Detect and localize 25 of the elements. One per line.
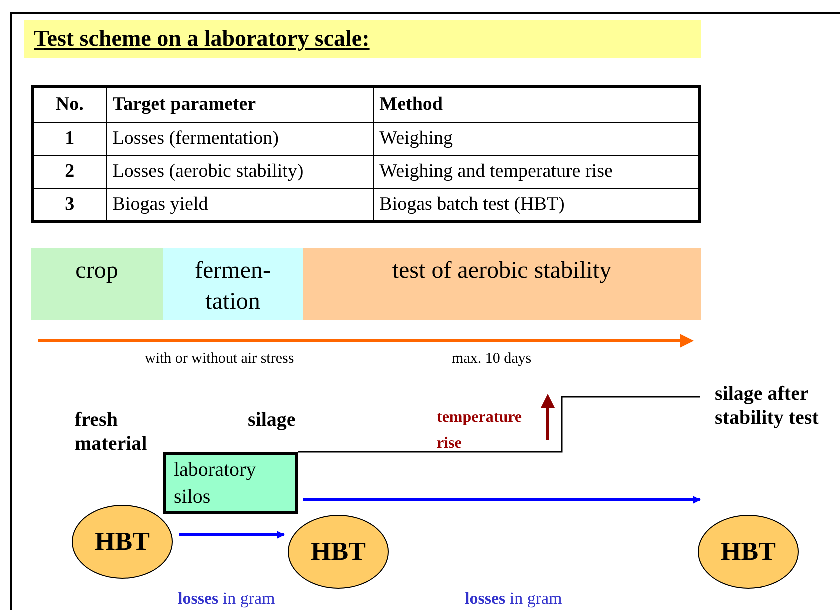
table-cell: 1 bbox=[32, 122, 106, 156]
caption-text: max. 10 days bbox=[452, 351, 532, 368]
arrow bbox=[303, 496, 701, 504]
test-ellipse: HBT bbox=[288, 515, 389, 589]
test-ellipse: HBT bbox=[72, 505, 173, 579]
test-ellipse: HBT bbox=[698, 515, 799, 589]
annotation-text: temperature rise bbox=[437, 409, 522, 452]
caption-text: with or without air stress bbox=[145, 351, 294, 368]
table-cell: Losses (aerobic stability) bbox=[106, 156, 374, 188]
phase-band: crop bbox=[31, 248, 163, 320]
phase-band: test of aerobic stability bbox=[303, 248, 701, 320]
table-cell: Losses (fermentation) bbox=[106, 122, 374, 156]
title: Test scheme on a laboratory scale: bbox=[34, 26, 370, 52]
table-cell: No. bbox=[32, 86, 106, 122]
arrow bbox=[179, 531, 285, 539]
stage-label: fresh material bbox=[75, 409, 148, 455]
silo-box: laboratory silos bbox=[163, 452, 298, 514]
loss-note: losses in gram bbox=[178, 589, 276, 609]
stage-label: silage bbox=[248, 409, 296, 431]
loss-note: losses in gram bbox=[465, 589, 562, 609]
phase-band: fermen- tation bbox=[163, 248, 303, 320]
table-cell: Target parameter bbox=[106, 86, 374, 122]
connector-line bbox=[298, 396, 700, 453]
table-cell: 2 bbox=[32, 156, 106, 188]
stage-label: silage after stability test bbox=[715, 383, 819, 429]
